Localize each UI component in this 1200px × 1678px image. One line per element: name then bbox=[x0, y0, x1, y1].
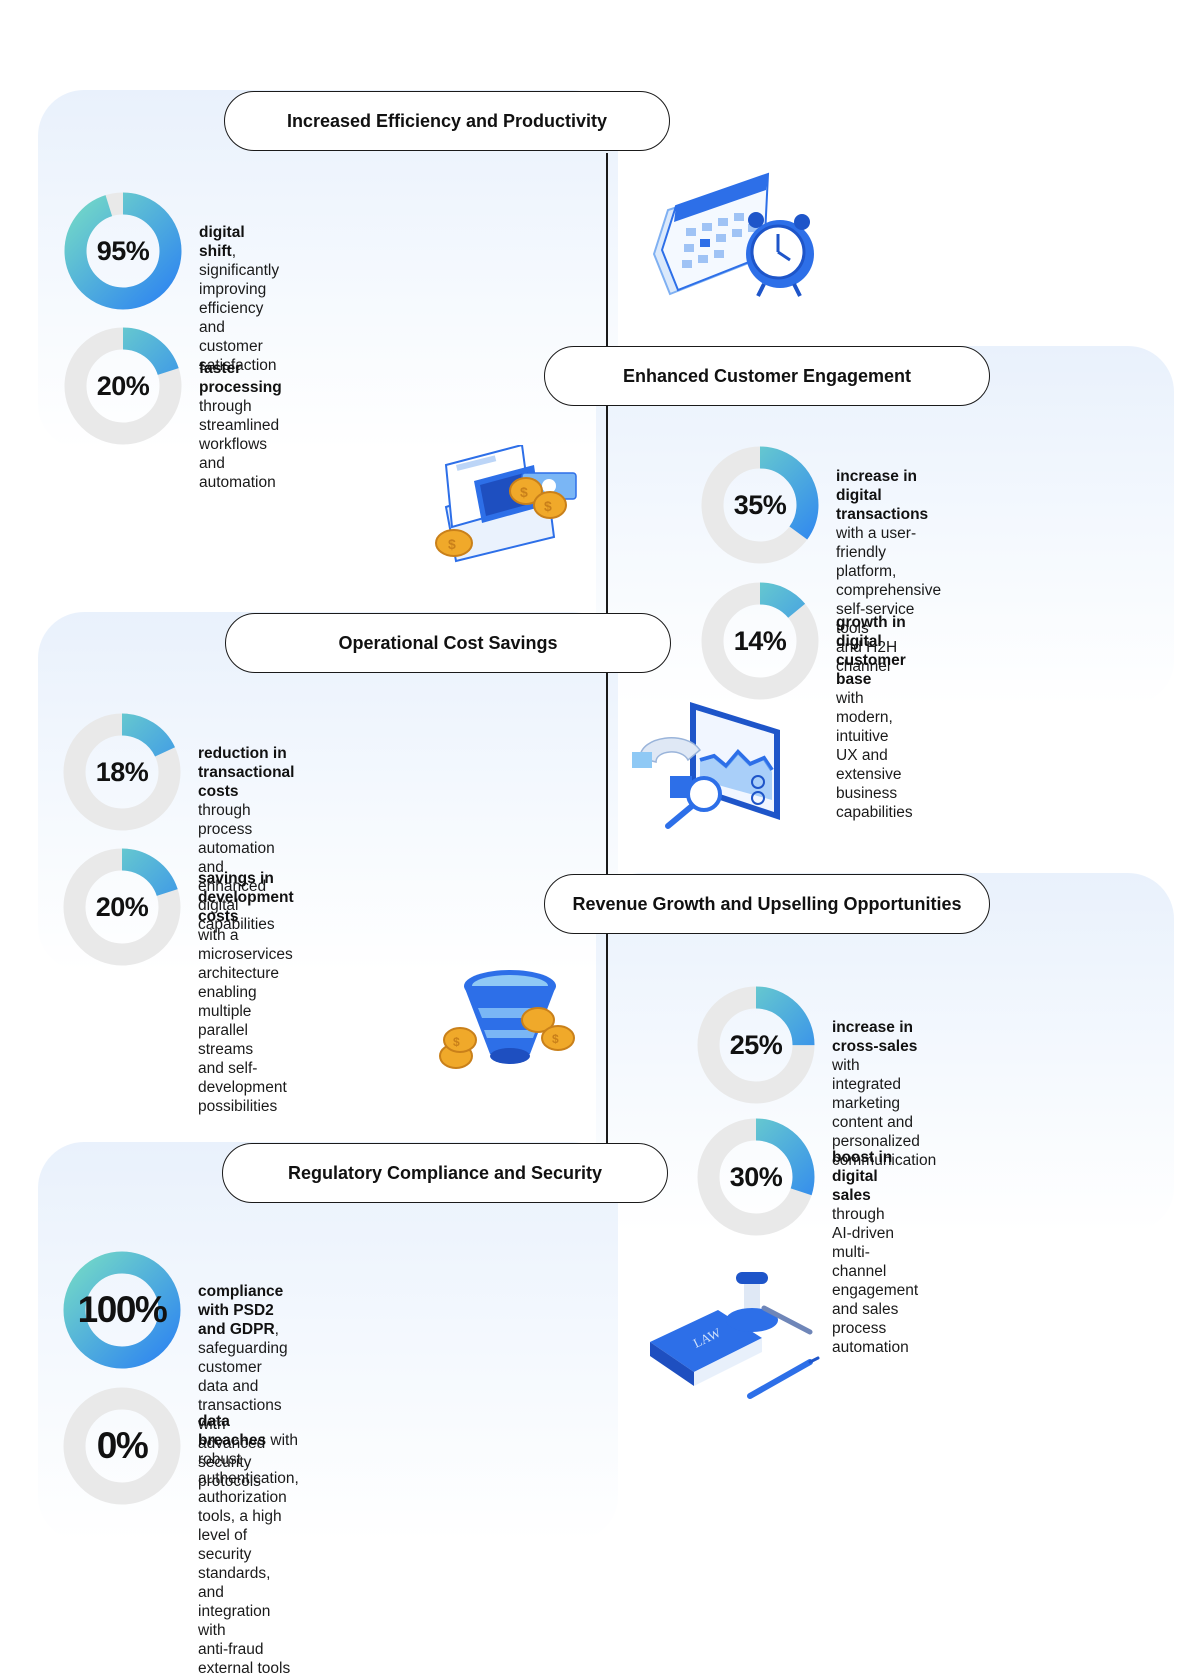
stat-value: 20% bbox=[96, 370, 150, 401]
section-title-engagement: Enhanced Customer Engagement bbox=[544, 346, 990, 406]
progress-ring bbox=[701, 582, 819, 700]
stat-value: 30% bbox=[729, 1161, 783, 1192]
progress-ring bbox=[697, 986, 815, 1104]
progress-ring bbox=[64, 327, 182, 445]
stat-description: savings in development costs with a micr… bbox=[198, 869, 294, 1116]
stat-highlight: data breaches bbox=[198, 1413, 267, 1449]
stat-detail: , significantly improving efficiency and… bbox=[199, 243, 280, 374]
stat-description: faster processing through streamlined wo… bbox=[199, 359, 282, 492]
stat-highlight: digital shift bbox=[199, 224, 245, 260]
ring-progress-arc bbox=[701, 582, 819, 700]
progress-ring bbox=[64, 192, 182, 310]
stat-value: 25% bbox=[729, 1029, 783, 1060]
svg-text:$: $ bbox=[520, 484, 528, 500]
progress-ring bbox=[63, 1387, 181, 1505]
stat-detail: through streamlined workflows and automa… bbox=[199, 398, 280, 491]
stat-highlight: increase in cross-sales bbox=[832, 1019, 918, 1055]
stat-value: 18% bbox=[95, 756, 149, 787]
stat-highlight: increase in digital transactions bbox=[836, 468, 929, 523]
stat-detail: through process automation and enhanced … bbox=[198, 802, 275, 933]
stat-description: reduction in transactional costs through… bbox=[198, 744, 294, 934]
ring-progress-arc bbox=[63, 1251, 181, 1369]
stat-value: 20% bbox=[95, 891, 149, 922]
svg-text:$: $ bbox=[453, 1035, 460, 1049]
stat-description: data breaches with robust authentication… bbox=[198, 1412, 299, 1678]
stat-highlight: faster processing bbox=[199, 360, 282, 396]
stat-highlight: compliance with PSD2 and GDPR bbox=[198, 1283, 284, 1338]
section-background-engagement bbox=[596, 346, 1174, 706]
magnet-analytics-illustration bbox=[632, 702, 780, 829]
svg-text:$: $ bbox=[544, 498, 552, 514]
stat-detail: with robust authentication, authorizatio… bbox=[198, 1432, 299, 1677]
stat-highlight: growth in digital customer base bbox=[836, 614, 906, 688]
progress-ring bbox=[63, 713, 181, 831]
ring-progress-arc bbox=[701, 446, 819, 564]
progress-ring bbox=[63, 1251, 181, 1369]
stat-value: 100% bbox=[77, 1289, 168, 1330]
stat-detail: with a microservices architecture enabli… bbox=[198, 927, 293, 1115]
stat-value: 35% bbox=[733, 489, 787, 520]
stat-detail: with a user-friendly platform, comprehen… bbox=[836, 525, 942, 675]
stat-value: 0% bbox=[96, 1425, 149, 1466]
funnel-coins-illustration: $ $ bbox=[439, 970, 575, 1069]
svg-text:$: $ bbox=[448, 536, 456, 552]
stat-detail: with modern, intuitive UX and extensive … bbox=[836, 690, 913, 821]
wallet-coins-illustration: $ $ $ bbox=[435, 445, 577, 563]
progress-ring bbox=[63, 848, 181, 966]
stat-highlight: reduction in transactional costs bbox=[198, 745, 295, 800]
svg-text:$: $ bbox=[552, 1032, 559, 1046]
stat-value: 95% bbox=[96, 235, 150, 266]
stat-highlight: savings in development costs bbox=[198, 870, 294, 925]
section-title-cost: Operational Cost Savings bbox=[225, 613, 671, 673]
ring-progress-arc bbox=[64, 192, 182, 310]
calendar-clock-illustration bbox=[652, 172, 814, 297]
section-background-compliance bbox=[38, 1142, 618, 1542]
section-title-revenue: Revenue Growth and Upselling Opportuniti… bbox=[544, 874, 990, 934]
stat-description: digital shift, significantly improving e… bbox=[199, 223, 279, 375]
ring-track bbox=[63, 1387, 181, 1505]
section-title-compliance: Regulatory Compliance and Security bbox=[222, 1143, 668, 1203]
progress-ring bbox=[697, 1118, 815, 1236]
stat-detail: , safeguarding customer data and transac… bbox=[198, 1321, 288, 1490]
ring-progress-arc bbox=[697, 986, 815, 1104]
ring-progress-arc bbox=[64, 327, 182, 445]
stat-description: growth in digital customer base with mod… bbox=[836, 613, 913, 822]
progress-ring bbox=[701, 446, 819, 564]
law-book-gavel-illustration: LAW bbox=[650, 1272, 820, 1399]
stat-description: compliance with PSD2 and GDPR, safeguard… bbox=[198, 1282, 288, 1491]
ring-progress-arc bbox=[63, 713, 181, 831]
stat-description: increase in digital transactions with a … bbox=[836, 467, 941, 676]
stat-description: boost in digital sales through AI-driven… bbox=[832, 1148, 918, 1357]
stat-detail: with integrated marketing content and pe… bbox=[832, 1057, 937, 1169]
ring-progress-arc bbox=[697, 1118, 815, 1236]
section-title-efficiency: Increased Efficiency and Productivity bbox=[224, 91, 670, 151]
stat-detail: through AI-driven multi-channel engageme… bbox=[832, 1206, 919, 1356]
stat-highlight: boost in digital sales bbox=[832, 1149, 893, 1204]
ring-progress-arc bbox=[63, 848, 181, 966]
stat-value: 14% bbox=[733, 625, 787, 656]
stat-description: increase in cross-sales with integrated … bbox=[832, 1018, 936, 1170]
